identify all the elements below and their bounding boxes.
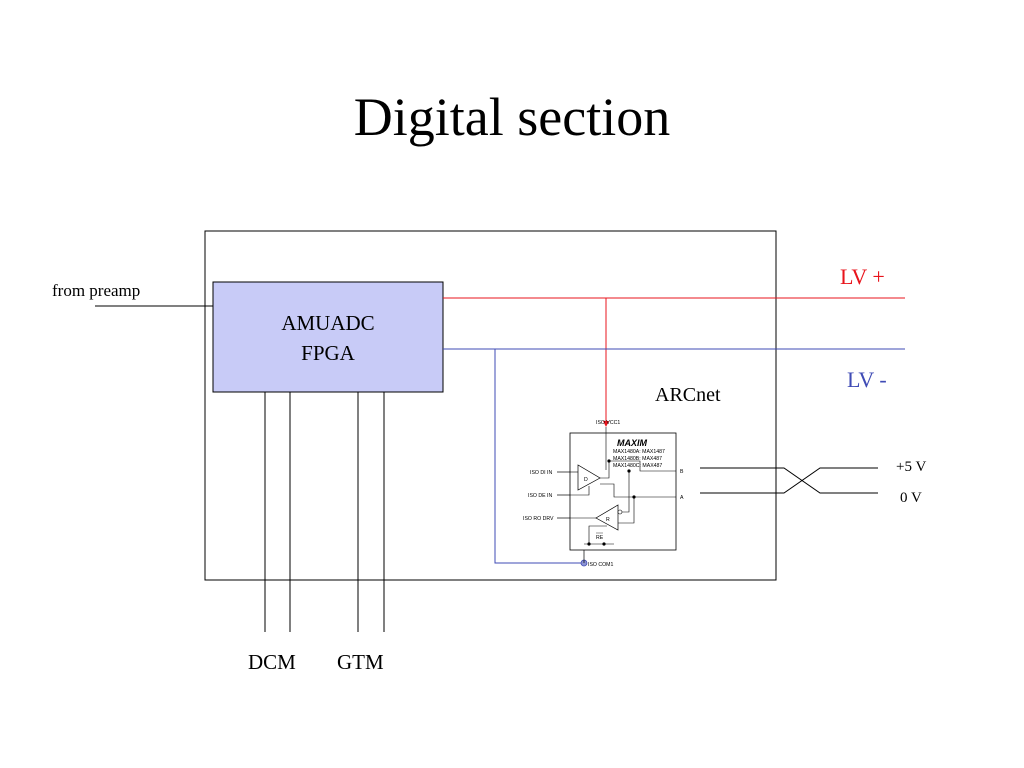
- arcnet-label: ARCnet: [655, 384, 721, 406]
- out-line-a: [700, 467, 878, 494]
- lv-minus-label: LV -: [847, 367, 887, 392]
- re-internal: [588, 525, 607, 544]
- chip-pin-de: ISO DE IN: [528, 493, 552, 499]
- chip-body: [569, 432, 677, 551]
- chip-re-label: RE: [596, 535, 604, 541]
- fpga-label-line2: FPGA: [301, 341, 355, 365]
- node-4: [587, 542, 591, 546]
- driver-triangle: [577, 464, 601, 491]
- chip-receiver-label: R: [606, 517, 610, 523]
- driver-out-b: [600, 460, 676, 479]
- arcnet-chip: ISO VCC1 MAXIM MAX1480A: MAX1487 MAX1480…: [523, 420, 684, 568]
- chip-com-label: ISO COM1: [588, 562, 613, 568]
- fpga-label-line1: AMUADC: [281, 311, 375, 335]
- receiver-in-b: [622, 471, 630, 513]
- receiver-in-a: [618, 497, 635, 524]
- receiver-triangle: [595, 504, 619, 531]
- dcm-label: DCM: [248, 650, 296, 674]
- chip-driver-label: D: [584, 477, 588, 483]
- chip-pin-a: A: [680, 495, 684, 501]
- fpga-block: [212, 281, 444, 393]
- from-preamp-label: from preamp: [52, 281, 141, 300]
- node-3: [632, 495, 636, 499]
- fpga-label: AMUADC FPGA: [213, 308, 443, 368]
- chip-logo: MAXIM: [617, 438, 648, 448]
- chip-vcc-label: ISO VCC1: [596, 420, 620, 426]
- plus5v-label: +5 V: [896, 459, 927, 475]
- chip-pin-b: B: [680, 469, 684, 475]
- chip-pin-ro: ISO RO DRV: [523, 516, 554, 522]
- enclosure-box: [204, 230, 777, 581]
- lv-minus-return: [494, 349, 583, 564]
- chip-part-1: MAX1480A: MAX1487: [613, 449, 665, 455]
- receiver-bubble: [617, 509, 623, 515]
- chip-pin-di: ISO DI IN: [530, 470, 552, 476]
- zero-v-label: 0 V: [900, 490, 922, 506]
- node-2: [627, 469, 631, 473]
- node-5: [602, 542, 606, 546]
- gtm-label: GTM: [337, 650, 384, 674]
- lv-plus-label: LV +: [840, 264, 885, 289]
- vcc-arrow: [603, 421, 609, 427]
- slide-title: Digital section: [353, 87, 671, 147]
- chip-part-2: MAX1480B: MAX487: [613, 456, 662, 462]
- driver-out-a: [600, 483, 676, 498]
- chip-part-3: MAX1480C: MAX487: [613, 463, 662, 469]
- de-internal: [570, 486, 590, 496]
- node-1: [607, 459, 611, 463]
